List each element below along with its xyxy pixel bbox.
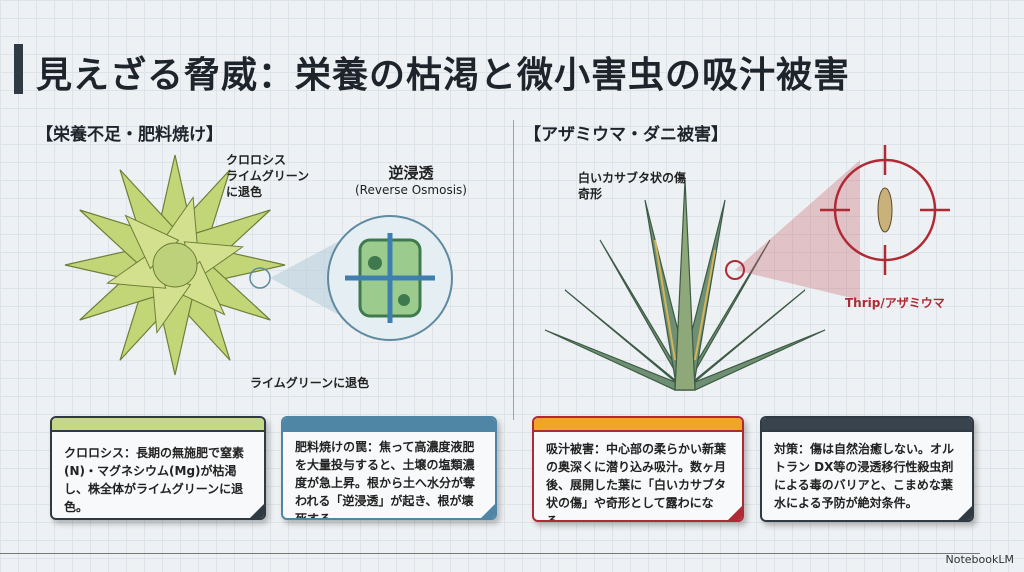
cell-magnifier: [327, 215, 453, 341]
agave-damaged: [544, 179, 826, 391]
card-text: クロロシス：長期の無施肥で窒素(N)・マグネシウム(Mg)が枯渇し、株全体がライ…: [64, 446, 245, 514]
card-countermeasure: 対策：傷は自然治癒しない。オルトラン DX等の浸透移行性殺虫剤による毒のバリアと…: [760, 416, 974, 522]
footer-line: [0, 553, 980, 554]
card-text: 肥料焼けの罠：焦って高濃度液肥を大量投与すると、土壌の塩類濃度が急上昇。根から土…: [295, 440, 476, 520]
scar-label: 白いカサブタ状の傷奇形: [578, 171, 687, 201]
zoom-cone: [735, 160, 860, 300]
title-accent-bar: [14, 44, 23, 94]
right-section-heading: 【アザミウマ・ダニ被害】: [524, 125, 728, 145]
thrips-illustration: [544, 145, 950, 391]
thrip-label: Thrip/アザミウマ: [845, 296, 945, 310]
card-header-bar: [762, 418, 972, 432]
card-sucking-damage: 吸汁被害：中心部の柔らかい新葉の奥深くに潜り込み吸汁。数ヶ月後、展開した葉に「白…: [532, 416, 744, 522]
card-header-bar: [283, 418, 495, 432]
page-title: 見えざる脅威：栄養の枯渇と微小害虫の吸汁被害: [36, 55, 851, 96]
left-section-heading: 【栄養不足・肥料焼け】: [36, 125, 223, 145]
card-header-bar: [52, 418, 264, 432]
card-text: 対策：傷は自然治癒しない。オルトラン DX等の浸透移行性殺虫剤による毒のバリアと…: [774, 442, 955, 510]
chlorosis-label: クロロシスライムグリーンに退色: [226, 153, 310, 199]
section-divider: [513, 120, 514, 420]
osmosis-title: 逆浸透 (Reverse Osmosis): [355, 164, 467, 197]
card-fertilizer-burn: 肥料焼けの罠：焦って高濃度液肥を大量投与すると、土壌の塩類濃度が急上昇。根から土…: [281, 416, 497, 520]
agave-rosette-lime: [64, 154, 286, 376]
lime-green-label: ライムグリーンに退色: [250, 376, 370, 390]
brand-watermark: NotebookLM: [945, 553, 1014, 566]
chlorosis-illustration: [64, 154, 453, 376]
card-header-bar: [534, 418, 742, 432]
target-reticle: [820, 145, 950, 275]
card-text: 吸汁被害：中心部の柔らかい新葉の奥深くに潜り込み吸汁。数ヶ月後、展開した葉に「白…: [546, 442, 727, 522]
card-chlorosis: クロロシス：長期の無施肥で窒素(N)・マグネシウム(Mg)が枯渇し、株全体がライ…: [50, 416, 266, 520]
osmosis-arrows: [345, 233, 435, 323]
thrip-icon: [877, 187, 893, 233]
